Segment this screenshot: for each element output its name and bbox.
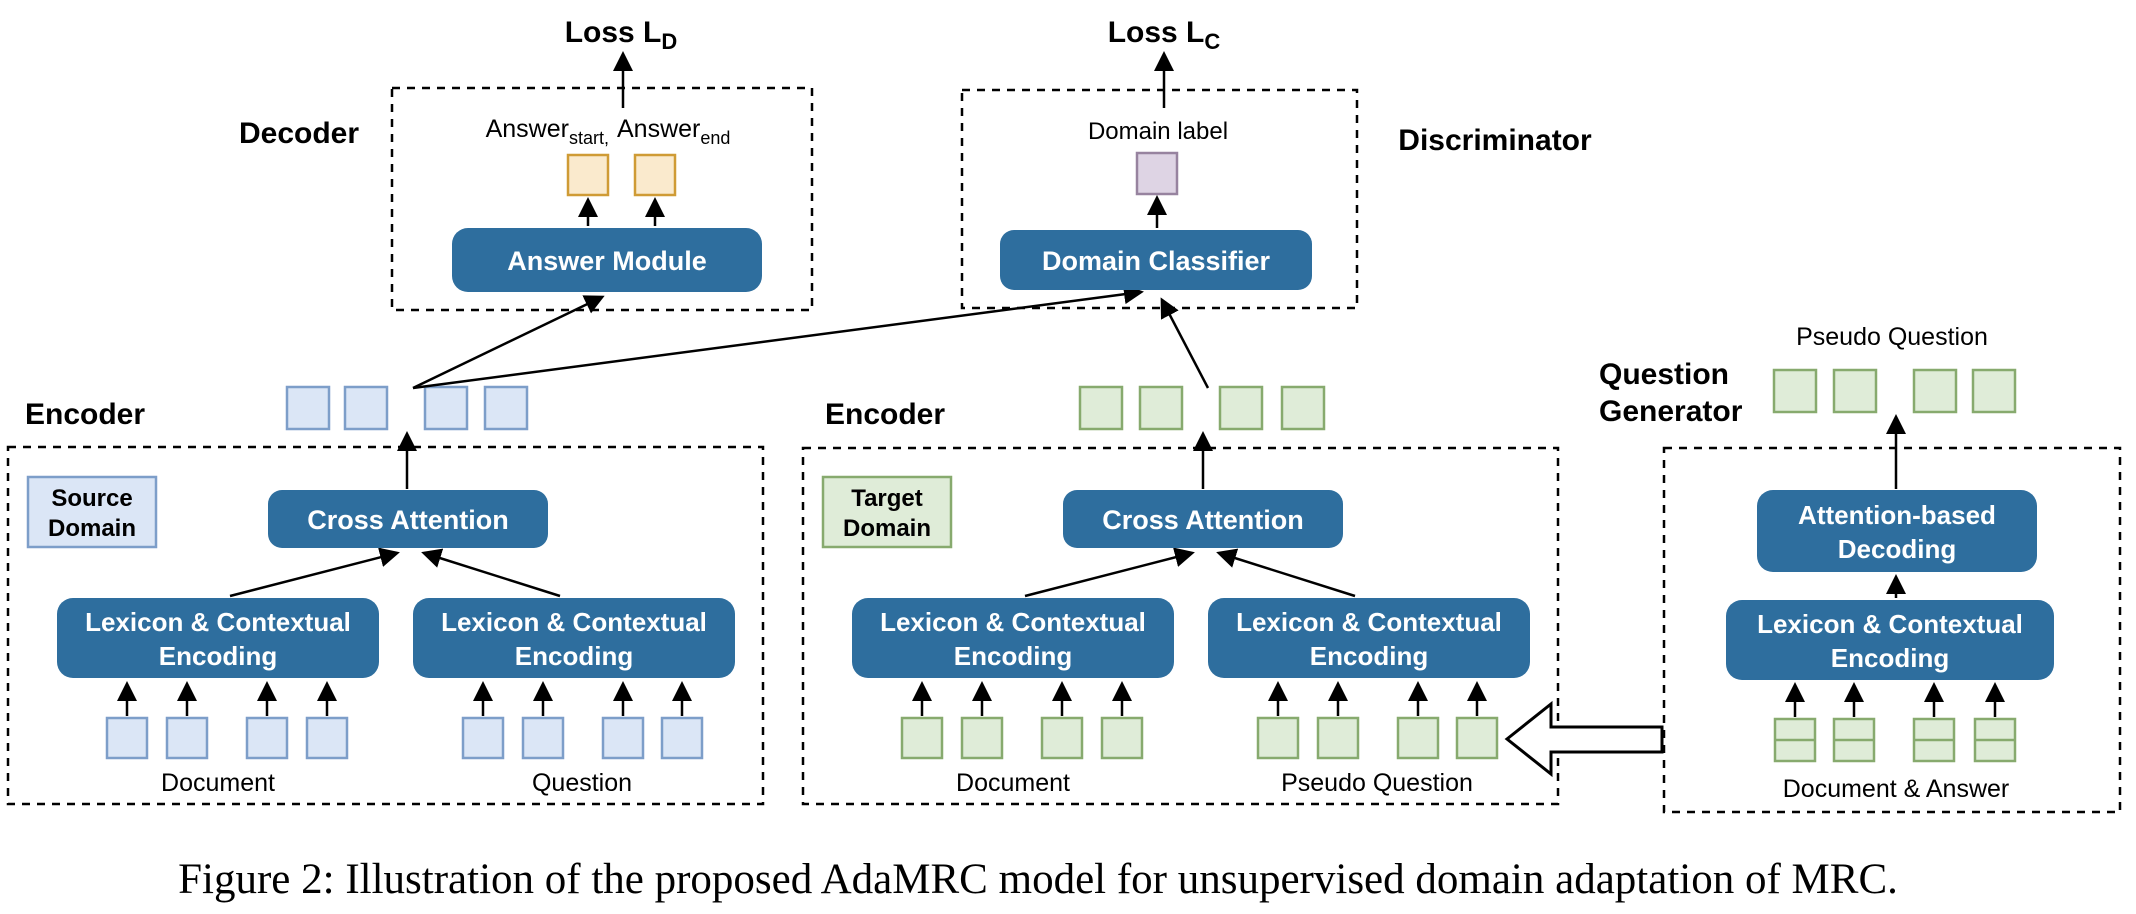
source-encoder-label: Encoder xyxy=(25,398,145,431)
source-document-token xyxy=(165,716,209,760)
domain-classifier-label: Domain Classifier xyxy=(1042,246,1271,276)
generated-pseudo-question-token xyxy=(1832,368,1878,414)
attention-decoding-line2: Decoding xyxy=(1838,534,1956,564)
source-question-encoding-box xyxy=(413,598,735,678)
generated-pseudo-question-label: Pseudo Question xyxy=(1796,323,1988,351)
loss-ld-label: Loss LD xyxy=(565,16,678,54)
source-feature-token xyxy=(285,385,331,431)
domain-label-token xyxy=(1135,151,1179,196)
loss-lc-label: Loss LC xyxy=(1108,16,1221,54)
target-document-encoding-line1: Lexicon & Contextual xyxy=(880,607,1146,637)
source-document-to-cross-attention-arrow xyxy=(229,547,400,598)
generator-encoding-line1: Lexicon & Contextual xyxy=(1757,609,2023,639)
source-feature-token xyxy=(343,385,389,431)
target-document-label: Document xyxy=(956,769,1070,797)
source-document-token xyxy=(105,716,149,760)
source-question-label: Question xyxy=(532,769,632,797)
target-document-token xyxy=(1100,716,1144,760)
target-document-token xyxy=(960,716,1004,760)
target-cross-attention-box xyxy=(1063,490,1343,548)
source-cross-attention-label: Cross Attention xyxy=(307,505,509,535)
domain-label-text: Domain label xyxy=(1088,118,1228,145)
target-encoder-panel xyxy=(801,446,1560,806)
decoder-panel xyxy=(390,86,814,312)
target-document-encoding-line2: Encoding xyxy=(954,641,1072,671)
discriminator-panel xyxy=(960,88,1359,310)
source-domain-tag-line2: Domain xyxy=(48,515,136,542)
decoder-panel-label: Decoder xyxy=(239,117,359,150)
target-pseudo-question-token xyxy=(1455,716,1499,760)
target-feature-token xyxy=(1138,385,1184,431)
source-feature-token xyxy=(423,385,469,431)
target-pseudo-question-token xyxy=(1316,716,1360,760)
discriminator-panel-label: Discriminator xyxy=(1398,124,1592,157)
target-domain-tag-line1: Target xyxy=(851,485,923,512)
target-pseudo-question-token xyxy=(1256,716,1300,760)
target-document-to-cross-attention-arrow xyxy=(1024,547,1195,598)
source-feature-token xyxy=(483,385,529,431)
source-domain-tag xyxy=(26,475,158,549)
answer-span-label: Answerstart,Answerend xyxy=(486,115,731,148)
target-domain-tag-line2: Domain xyxy=(843,515,931,542)
source-question-encoding-line2: Encoding xyxy=(515,641,633,671)
target-question-encoding-line2: Encoding xyxy=(1310,641,1428,671)
answer-span-token xyxy=(566,153,610,197)
answer-module-label: Answer Module xyxy=(507,246,707,276)
question-generator-label-line1: Question xyxy=(1599,358,1729,391)
figure-caption: Figure 2: Illustration of the proposed A… xyxy=(178,856,1898,903)
document-answer-label: Document & Answer xyxy=(1783,775,2010,803)
source-document-encoding-box xyxy=(57,598,379,678)
target-domain-tag xyxy=(821,475,953,549)
pseudo-question-transfer-arrow xyxy=(1504,700,1664,778)
target-pseudo-question-token xyxy=(1396,716,1440,760)
generated-pseudo-question-token xyxy=(1971,368,2017,414)
target-question-encoding-box xyxy=(1208,598,1530,678)
source-question-token xyxy=(660,716,704,760)
source-question-to-cross-attention-arrow xyxy=(421,548,561,598)
source-question-token xyxy=(461,716,505,760)
source-cross-attention-box xyxy=(268,490,548,548)
attention-decoding-line1: Attention-based xyxy=(1798,500,1996,530)
generator-encoding-line2: Encoding xyxy=(1831,643,1949,673)
source-document-encoding-line1: Lexicon & Contextual xyxy=(85,607,351,637)
generator-encoding-box xyxy=(1726,600,2054,680)
source-document-encoding-line2: Encoding xyxy=(159,641,277,671)
domain-classifier-box xyxy=(1000,230,1312,290)
target-feature-token xyxy=(1218,385,1264,431)
target-cross-attention-label: Cross Attention xyxy=(1102,505,1304,535)
source-question-encoding-line1: Lexicon & Contextual xyxy=(441,607,707,637)
target-document-encoding-box xyxy=(852,598,1174,678)
target-document-token xyxy=(1040,716,1084,760)
target-encoder-label: Encoder xyxy=(825,398,945,431)
source-document-token xyxy=(245,716,289,760)
target-document-token xyxy=(900,716,944,760)
source-question-token xyxy=(601,716,645,760)
generated-pseudo-question-token xyxy=(1772,368,1818,414)
source-document-token xyxy=(305,716,349,760)
target-features-to-domain-classifier-arrow xyxy=(1160,297,1210,389)
source-domain-tag-line1: Source xyxy=(51,485,132,512)
target-pseudo-question-label: Pseudo Question xyxy=(1281,769,1473,797)
source-document-label: Document xyxy=(161,769,275,797)
answer-span-token xyxy=(633,153,677,197)
source-encoder-panel xyxy=(6,445,765,806)
source-features-to-answer-module-arrow xyxy=(412,295,605,390)
target-question-encoding-line1: Lexicon & Contextual xyxy=(1236,607,1502,637)
target-feature-token xyxy=(1078,385,1124,431)
attention-decoding-box xyxy=(1757,490,2037,572)
target-feature-token xyxy=(1280,385,1326,431)
question-generator-panel xyxy=(1662,446,2122,814)
generated-pseudo-question-token xyxy=(1912,368,1958,414)
source-features-to-domain-classifier-arrow xyxy=(412,284,1144,390)
source-question-token xyxy=(521,716,565,760)
target-question-to-cross-attention-arrow xyxy=(1216,548,1356,598)
question-generator-label-line2: Generator xyxy=(1599,395,1743,428)
answer-module-box xyxy=(452,228,762,292)
